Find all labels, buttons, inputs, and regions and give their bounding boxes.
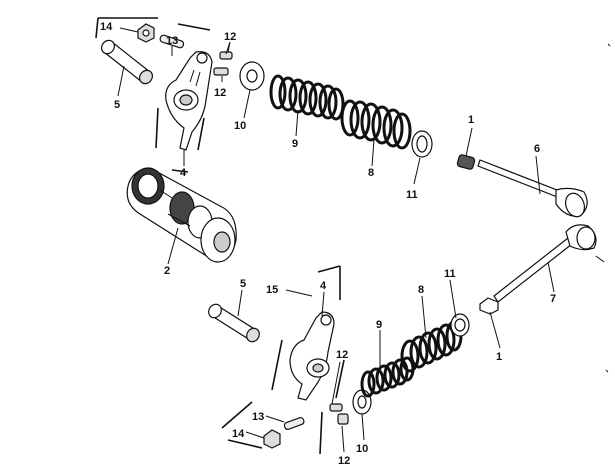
callout-2: 2 [164,265,170,277]
rocker-arm-top [165,51,213,151]
callout-10-bottom: 10 [356,443,368,455]
callout-12-b: 12 [214,87,226,99]
callout-8-top: 8 [368,167,374,179]
callout-14-bottom: 14 [232,428,245,440]
spring-retainer-top [411,130,433,158]
intake-valve [477,43,611,218]
callout-labels: 14 13 12 12 5 10 9 8 11 1 6 4 2 5 4 15 8… [100,21,556,467]
locknut-bottom [263,429,281,449]
outer-valve-spring-top [340,99,412,150]
callout-12-d: 12 [338,455,350,467]
bracket-bottom [221,265,345,455]
spring-retainer-bottom [450,313,470,337]
callout-13-top: 13 [166,35,178,47]
valve-cotter-top [456,154,476,170]
leader-lines [117,27,555,441]
callout-11-top: 11 [406,189,418,201]
callout-4-top: 4 [180,167,187,179]
rocker-shaft-top [101,39,153,85]
adjuster-nuts-top [213,41,233,76]
exhaust-valve [493,224,609,373]
valve-cotter-bottom [479,297,499,315]
callout-9-bottom: 9 [376,319,382,331]
callout-5-top: 5 [114,99,120,111]
bracket-top [95,17,211,173]
callout-4-bottom: 4 [320,280,327,292]
locknut-top [137,23,155,43]
rocker-shaft-bottom [208,303,260,343]
adjuster-screw-bottom [283,417,305,430]
callout-6: 6 [534,143,540,155]
spring-seat-washer-top [239,61,265,91]
callout-5-bottom: 5 [240,278,246,290]
spring-seat-washer-bottom [352,389,372,415]
callout-12-a: 12 [224,31,236,43]
callout-10-top: 10 [234,120,246,132]
camshaft [126,167,237,263]
inner-valve-spring-bottom [360,356,415,398]
callout-8-bottom: 8 [418,284,424,296]
callout-13-bottom: 13 [252,411,264,423]
callout-1-top: 1 [468,114,474,126]
callout-15: 15 [266,284,278,296]
callout-9-top: 9 [292,138,298,150]
callout-7: 7 [550,293,556,305]
inner-valve-spring-top [269,74,345,121]
callout-12-c: 12 [336,349,348,361]
callout-14-top: 14 [100,21,113,33]
adjuster-nuts-bottom [329,361,349,453]
callout-11-bottom: 11 [444,268,456,280]
adjuster-screw-top [159,34,185,49]
callout-1-bottom: 1 [496,351,502,363]
rocker-arm-bottom [289,311,335,401]
